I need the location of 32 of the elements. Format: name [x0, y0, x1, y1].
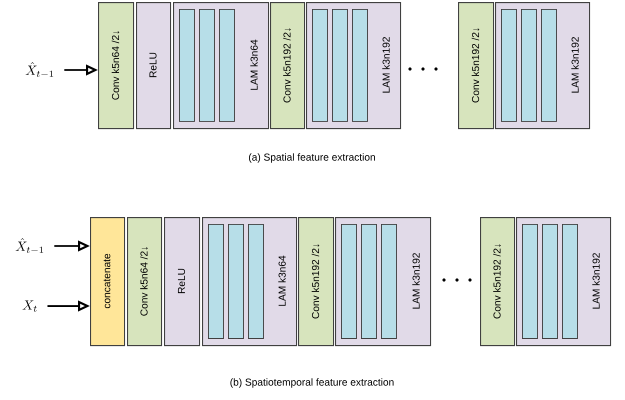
caption: (b) Spatiotemporal feature extraction	[230, 378, 394, 388]
layer-bar	[541, 9, 557, 122]
conv-block: Conv k5n192 /2↓	[298, 217, 334, 346]
conv-block: Conv k5n192 /2↓	[480, 217, 516, 346]
conv-block: Conv k5n64 /2↓	[98, 2, 134, 130]
input-symbol: $\hat{X}_{t-1}$	[26, 62, 54, 77]
layer-bar	[501, 9, 517, 122]
layer-bar	[341, 224, 357, 339]
layer-bar	[219, 9, 235, 122]
layer-bar	[248, 224, 264, 339]
layer-bar	[352, 9, 368, 122]
layer-bar	[332, 9, 348, 122]
layer-bar	[542, 224, 558, 339]
concat-block: concatenate	[90, 217, 126, 346]
layer-bar	[361, 224, 377, 339]
input-symbol: $X_{t}$	[22, 300, 37, 312]
layer-bar	[522, 224, 538, 339]
layer-bar	[228, 224, 244, 339]
layer-bar	[381, 224, 397, 339]
layer-bar	[208, 224, 224, 339]
conv-block: Conv k5n64 /2↓	[127, 217, 162, 346]
layer-bar	[179, 9, 195, 122]
layer-bar	[562, 224, 578, 339]
layer-bar	[199, 9, 215, 122]
relu-block: ReLU	[164, 217, 200, 346]
layer-bar	[521, 9, 537, 122]
conv-block: Conv k5n192 /2↓	[458, 2, 494, 130]
relu-block: ReLU	[136, 2, 172, 130]
layer-bar	[312, 9, 328, 122]
conv-block: Conv k5n192 /2↓	[270, 2, 306, 130]
caption: (a) Spatial feature extraction	[248, 153, 375, 163]
input-symbol: $\hat{X}_{t-1}$	[16, 238, 44, 253]
